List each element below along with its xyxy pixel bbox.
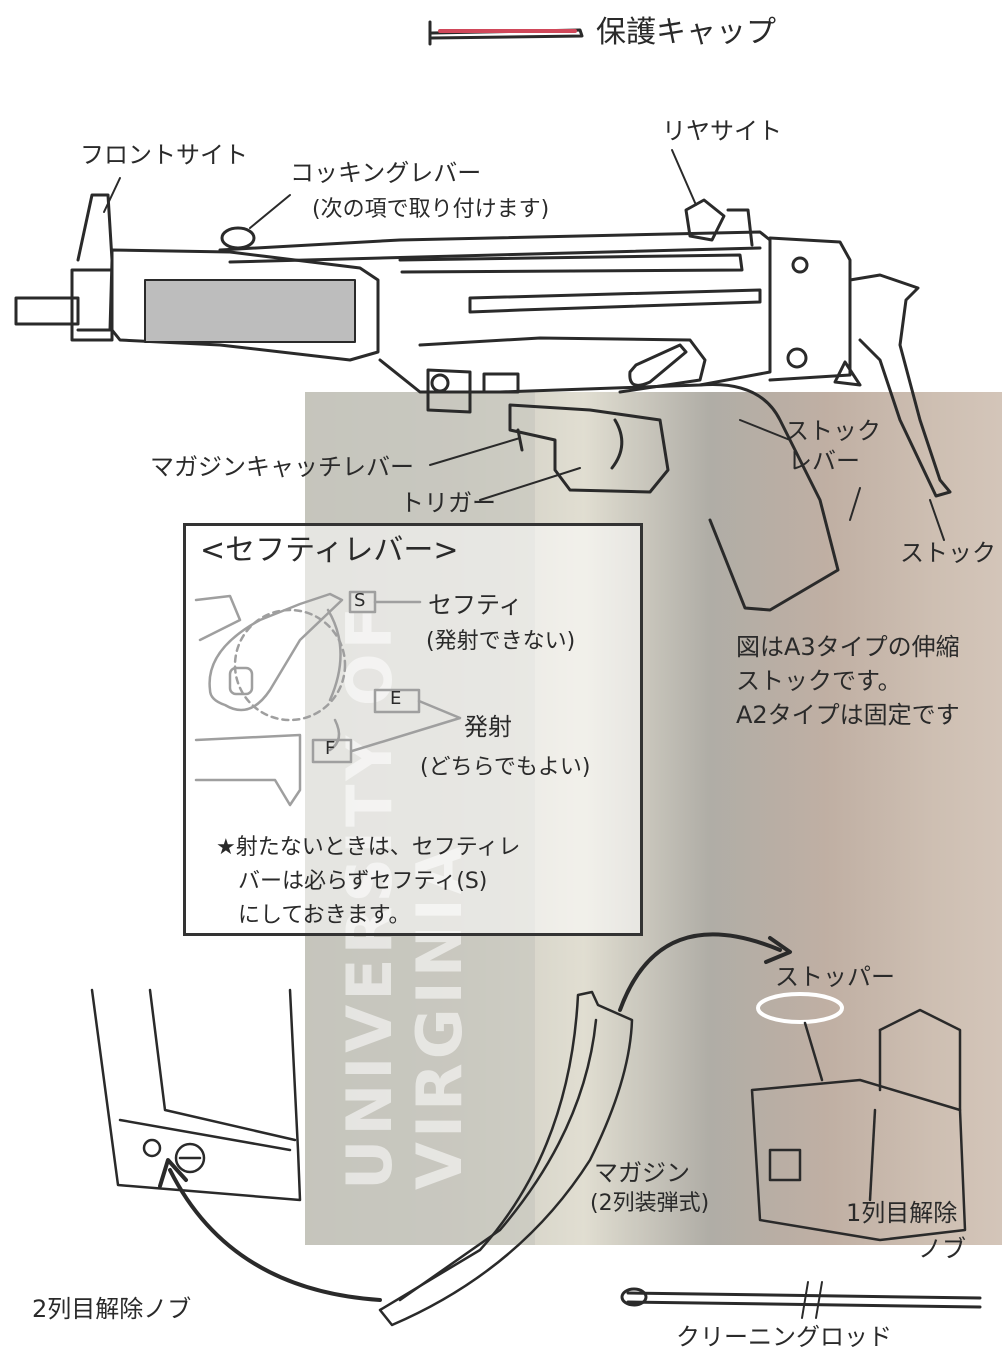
stopper-label: ストッパー — [775, 963, 895, 991]
safety-warning-3: にしておきます。 — [238, 903, 411, 928]
cleaning-rod-label: クリーニングロッド — [676, 1323, 892, 1351]
protect-cap-label: 保護キャップ — [596, 15, 776, 50]
stock-note-1: 図はA3タイプの伸縮 — [736, 633, 960, 661]
trigger-label: トリガー — [400, 489, 496, 517]
cleaning-rod-icon — [620, 1281, 982, 1319]
stock-label: ストック — [900, 539, 996, 567]
stock-lever-label-2: レバー — [788, 447, 860, 475]
safety-safe-label: セフティ — [428, 591, 523, 619]
safety-fire-note: (どちらでもよい) — [420, 755, 591, 780]
rear-sight-label: リヤサイト — [662, 117, 782, 145]
cocking-note-label: (次の項で取り付けます) — [312, 197, 550, 222]
curved-magazine-drawing — [378, 990, 634, 1327]
safety-e-mark: E — [390, 688, 402, 709]
safety-f-mark: F — [325, 738, 336, 759]
safety-s-mark: S — [354, 590, 366, 611]
magazine-drawing — [90, 988, 302, 1202]
safety-warning-2: バーは必らずセフティ(S) — [238, 869, 488, 894]
gun-body — [14, 193, 952, 612]
row1-release-label-2: ノブ — [918, 1235, 966, 1263]
cocking-lever-label: コッキングレバー — [290, 159, 482, 187]
safety-lever-box — [183, 523, 643, 936]
protect-cap-icon — [428, 20, 584, 46]
front-sight-label: フロントサイト — [80, 141, 248, 169]
safety-safe-note: (発射できない) — [426, 629, 576, 654]
magazine-catch-label: マガジンキャッチレバー — [150, 453, 414, 481]
stock-note-2: ストックです。 — [736, 667, 902, 695]
row1-release-label-1: 1列目解除 — [846, 1199, 958, 1227]
magazine-label-2: (2列装弾式) — [590, 1191, 710, 1216]
magazine-label-1: マガジン — [594, 1159, 690, 1187]
stock-note-3: A2タイプは固定です — [736, 701, 960, 729]
safety-fire-label: 発射 — [464, 713, 512, 741]
safety-box-title: <セフティレバー> — [200, 533, 459, 568]
safety-warning-1: ★射たないときは、セフティレ — [216, 835, 521, 860]
stock-lever-label-1: ストック — [785, 417, 881, 445]
row2-release-label: 2列目解除ノブ — [32, 1295, 192, 1323]
magazine-top-detail — [750, 992, 967, 1242]
